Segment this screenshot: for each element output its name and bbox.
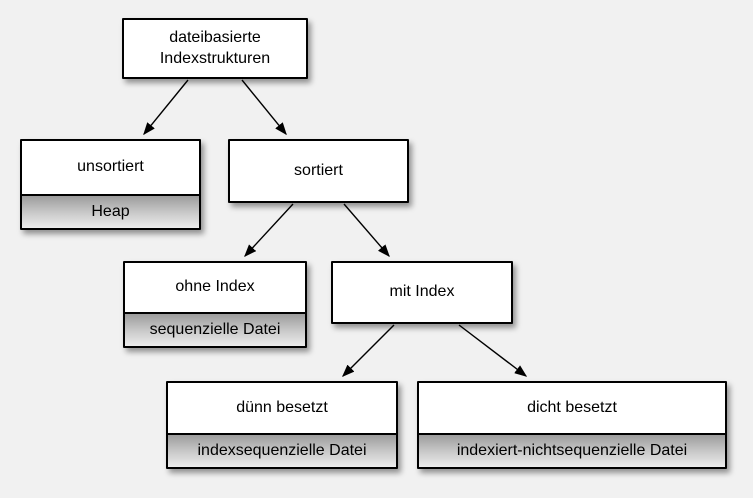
node-sublabel: Heap — [22, 194, 199, 228]
edge-sortiert-mitindex — [343, 203, 390, 258]
node-label: dünn besetzt — [236, 398, 328, 416]
node-label: mit Index — [389, 283, 455, 301]
node-sublabel: indexiert-nichtsequenzielle Datei — [419, 433, 725, 467]
node-duenn-besetzt: dünn besetzt indexsequenzielle Datei — [166, 381, 398, 469]
node-sublabel: sequenzielle Datei — [125, 312, 305, 346]
node-ohne-index: ohne Index sequenzielle Datei — [123, 261, 307, 348]
edge-root-unsortiert — [143, 79, 189, 136]
node-label: dicht besetzt — [527, 398, 617, 416]
node-mit-index: mit Index — [331, 261, 513, 324]
node-dateibasierte-indexstrukturen: dateibasierte Indexstrukturen — [122, 18, 308, 79]
node-label: unsortiert — [77, 158, 144, 176]
node-label: ohne Index — [175, 278, 255, 296]
node-unsortiert: unsortiert Heap — [20, 139, 201, 230]
edge-root-sortiert — [241, 79, 287, 136]
node-label: dateibasierte Indexstrukturen — [159, 28, 271, 67]
edge-sortiert-ohneindex — [244, 203, 294, 258]
edge-mitindex-duenn — [342, 324, 395, 377]
node-dicht-besetzt: dicht besetzt indexiert-nichtsequenziell… — [417, 381, 727, 469]
edge-mitindex-dicht — [458, 324, 528, 377]
node-sortiert: sortiert — [228, 139, 409, 203]
node-label: sortiert — [294, 161, 343, 179]
node-sublabel: indexsequenzielle Datei — [168, 433, 396, 467]
